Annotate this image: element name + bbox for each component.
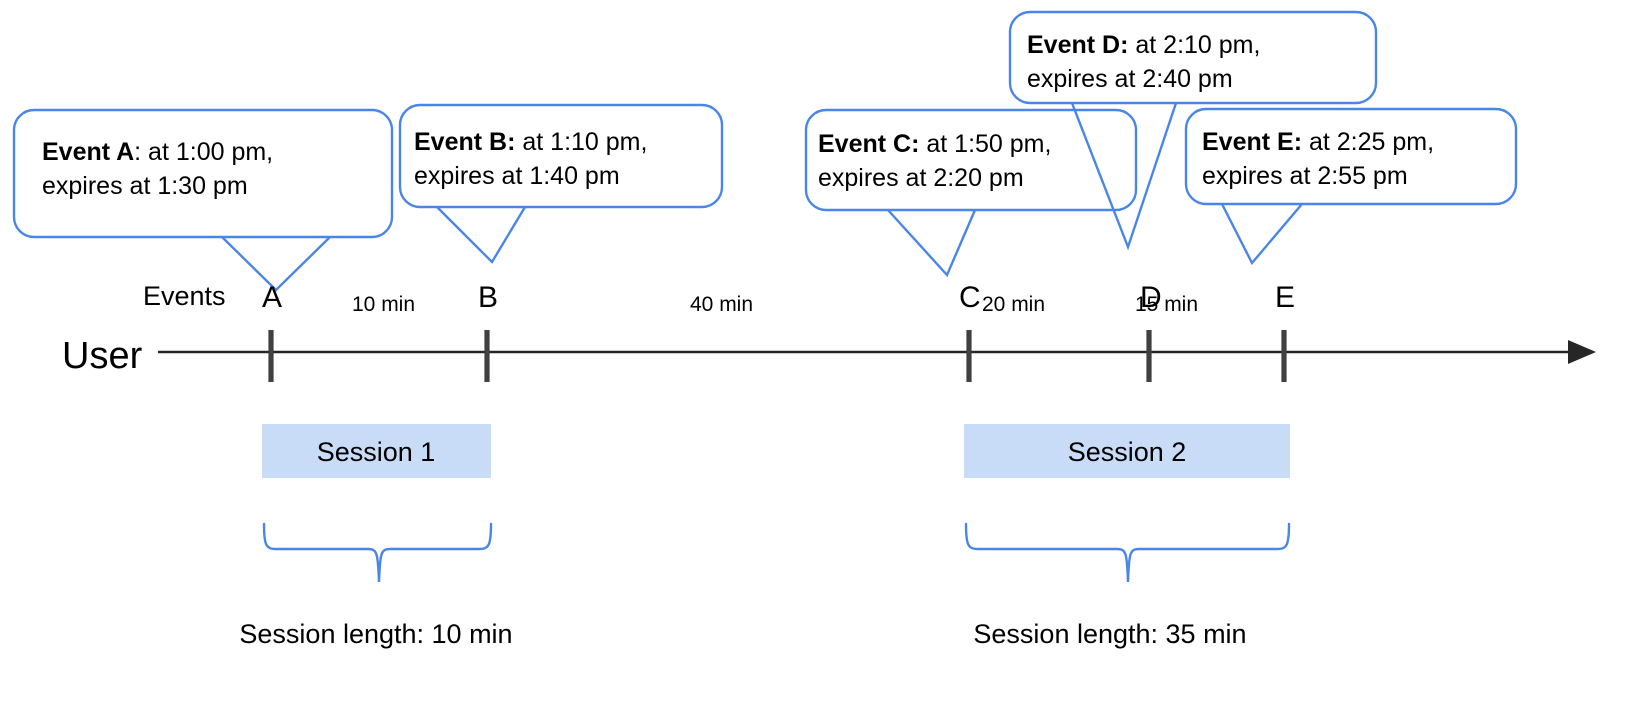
event-letter-c: C (959, 281, 981, 314)
callout-d-line2: expires at 2:40 pm (1027, 65, 1233, 93)
callout-a-line1: Event A: at 1:00 pm, (42, 138, 273, 166)
callout-c-line1: Event C: at 1:50 pm, (818, 130, 1051, 158)
user-row-label: User (62, 335, 143, 377)
callout-d-box (1008, 10, 1378, 105)
callout-a-bold: Event A (42, 138, 134, 166)
callout-b-line2: expires at 1:40 pm (414, 162, 620, 190)
callout-a-rest: at 1:00 pm, (141, 138, 273, 166)
callout-b-line1: Event B: at 1:10 pm, (414, 128, 647, 156)
callout-e-box (1184, 107, 1518, 206)
event-letter-a: A (262, 281, 282, 314)
session-2-label: Session 2 (1068, 437, 1187, 467)
callout-b-box (398, 103, 724, 209)
callout-a-tail (221, 236, 331, 292)
callout-a-box (12, 108, 394, 239)
event-letter-e: E (1275, 281, 1295, 314)
callout-b-tail (436, 206, 527, 264)
callout-c-line2: expires at 2:20 pm (818, 164, 1024, 192)
callout-b-sep: : (507, 128, 515, 156)
callout-e-tail (1220, 203, 1303, 266)
session-1-label: Session 1 (317, 437, 436, 467)
callout-b-bold: Event B (414, 128, 507, 156)
session-1-group: Session 1 Session length: 10 min (239, 424, 513, 649)
session-1-brace (262, 522, 493, 583)
session-2-length-label: Session length: 35 min (973, 619, 1246, 649)
callout-c-bold: Event C (818, 130, 911, 158)
callout-e-sep: : (1294, 128, 1302, 156)
callout-event-a: Event A: at 1:00 pm, expires at 1:30 pm (12, 108, 394, 292)
session-1-length-label: Session length: 10 min (239, 619, 512, 649)
callout-e-line2: expires at 2:55 pm (1202, 162, 1408, 190)
events-row-label: Events (143, 281, 226, 311)
callout-d-rest: at 2:10 pm, (1128, 31, 1260, 59)
callout-event-d: Event D: at 2:10 pm, expires at 2:40 pm (1008, 10, 1378, 251)
gap-label-c-d: 20 min (982, 293, 1045, 316)
callout-event-c: Event C: at 1:50 pm, expires at 2:20 pm (804, 108, 1138, 278)
callout-c-sep: : (911, 130, 919, 158)
callout-c-box (804, 108, 1138, 212)
callout-event-b: Event B: at 1:10 pm, expires at 1:40 pm (398, 103, 724, 264)
event-letter-b: B (478, 281, 498, 314)
session-2-group: Session 2 Session length: 35 min (964, 424, 1291, 649)
gap-label-d-e: 15 min (1135, 293, 1198, 316)
session-1-bar (262, 424, 491, 478)
callout-d-bold: Event D (1027, 31, 1120, 59)
callout-d-sep: : (1120, 31, 1128, 59)
callout-a-sep: : (134, 138, 141, 166)
callout-e-rest: at 2:25 pm, (1302, 128, 1434, 156)
callout-b-rest: at 1:10 pm, (515, 128, 647, 156)
callout-event-e: Event E: at 2:25 pm, expires at 2:55 pm (1184, 107, 1518, 266)
session-2-brace (964, 522, 1291, 583)
callout-c-tail (887, 209, 977, 278)
callout-d-line1: Event D: at 2:10 pm, (1027, 31, 1260, 59)
callout-c-rest: at 1:50 pm, (919, 130, 1051, 158)
session-2-bar (964, 424, 1290, 478)
callout-e-bold: Event E (1202, 128, 1294, 156)
timeline-arrowhead (1568, 340, 1596, 364)
callout-a-line2: expires at 1:30 pm (42, 172, 248, 200)
gap-label-a-b: 10 min (352, 293, 415, 316)
callout-e-line1: Event E: at 2:25 pm, (1202, 128, 1434, 156)
gap-label-b-c: 40 min (690, 293, 753, 316)
callout-d-tail (1070, 102, 1178, 251)
event-letter-d: D (1140, 281, 1162, 314)
